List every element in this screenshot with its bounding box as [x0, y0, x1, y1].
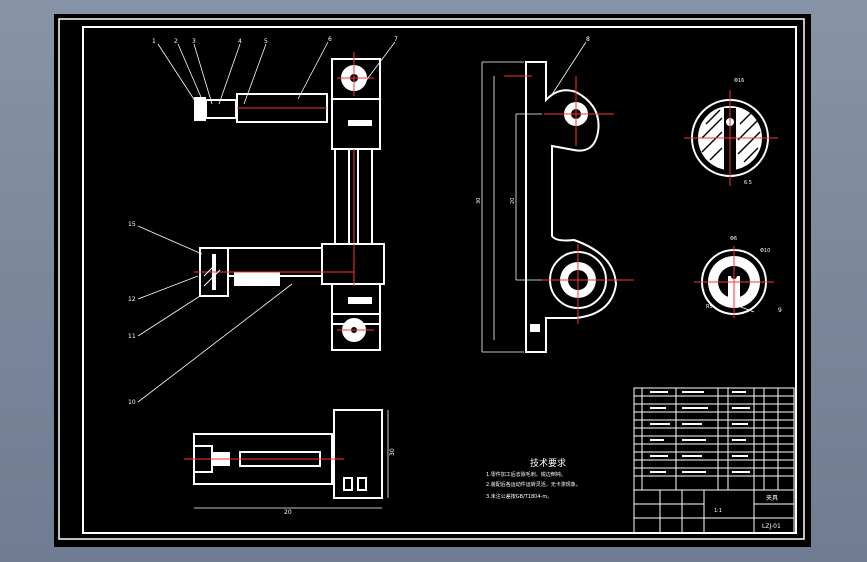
assembly-bottom-view	[184, 409, 389, 509]
part-balloons: 1 2 3 4 5 6 7 8 9 15 12 11 10	[128, 36, 782, 406]
balloon-1: 1	[152, 38, 156, 45]
title-block-name: 夹具	[766, 494, 778, 502]
balloon-15: 15	[128, 221, 136, 228]
inner-frame	[82, 26, 797, 534]
tech-requirements-title: 技术要求	[530, 457, 566, 469]
balloon-4: 4	[238, 38, 242, 45]
tech-requirement-3: 3.未注公差按GB/T1804-m。	[486, 493, 552, 500]
balloon-12: 12	[128, 296, 136, 303]
dim-width: 20	[284, 509, 292, 516]
dim-arm-overall: 30	[476, 198, 482, 204]
balloon-8: 8	[586, 36, 590, 43]
dim-circle-small: Φ6	[730, 236, 737, 242]
tech-requirement-2: 2.装配后各运动件运转灵活，无卡滞现象。	[486, 481, 581, 488]
dim-slot: 6.5	[744, 180, 752, 186]
cad-viewport[interactable]: 1 2 3 4 5 6 7 8 9 15 12 11 10 20 30	[54, 14, 811, 547]
dim-circle-large: Φ16	[734, 78, 744, 84]
balloon-11: 11	[128, 333, 136, 340]
balloon-9: 9	[778, 307, 782, 314]
title-block	[633, 489, 795, 534]
assembly-front-view	[194, 52, 385, 351]
parts-list-text	[650, 391, 750, 473]
title-block-number: LZJ-01	[762, 523, 781, 530]
balloon-10: 10	[128, 399, 136, 406]
dim-height: 30	[389, 448, 396, 456]
title-block-scale: 1:1	[714, 508, 722, 514]
tech-requirements: 技术要求 1.零件加工后去除毛刺，锐边倒钝。 2.装配后各运动件运转灵活，无卡滞…	[486, 457, 581, 500]
tech-requirement-1: 1.零件加工后去除毛刺，锐边倒钝。	[486, 471, 566, 478]
dim-circle-small-outer: Φ10	[760, 248, 770, 254]
dim-radius: R5	[706, 304, 713, 310]
leader-lines	[137, 41, 755, 403]
balloon-7: 7	[394, 36, 398, 43]
balloon-5: 5	[264, 38, 268, 45]
part-8-link-view	[481, 61, 634, 353]
balloon-2: 2	[174, 38, 178, 45]
section-view-small	[694, 246, 774, 318]
dim-arm-inner: 20	[510, 198, 516, 204]
section-view-large	[684, 90, 778, 186]
balloon-6: 6	[328, 36, 332, 43]
balloon-3: 3	[192, 38, 196, 45]
outer-frame	[58, 18, 805, 540]
